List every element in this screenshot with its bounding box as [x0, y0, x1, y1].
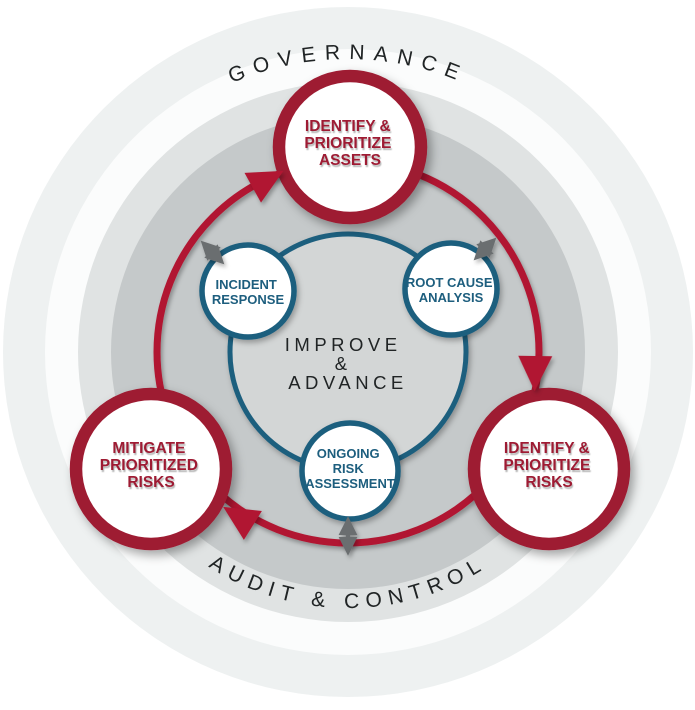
bidirectional-arrow-icon-root-cause	[473, 237, 497, 261]
center-label-line3: ADVANCE	[288, 372, 408, 393]
identify-prioritize-risks-label: IDENTIFY & PRIORITIZE RISKS	[503, 440, 594, 491]
bidirectional-arrows	[200, 237, 497, 556]
node-identify-prioritize-assets: IDENTIFY & PRIORITIZE ASSETS	[272, 69, 428, 225]
center-label-line1: IMPROVE	[285, 334, 402, 355]
cycle-arrowhead-icon-to-assets	[244, 170, 284, 203]
cycle-arrowheads	[223, 170, 553, 540]
root-cause-analysis-label: ROOT CAUSE ANALYSIS	[406, 275, 496, 305]
node-root-cause-analysis: ROOT CAUSE ANALYSIS	[402, 240, 500, 338]
root-cause-analysis-circle	[402, 240, 500, 338]
identify-prioritize-assets-circle	[272, 69, 428, 225]
node-identify-prioritize-risks: IDENTIFY & PRIORITIZE RISKS	[467, 387, 631, 551]
ongoing-risk-assessment-label: ONGOING RISK ASSESSMENT	[305, 446, 395, 491]
incident-response-circle	[199, 242, 297, 340]
center-label-line2: &	[335, 353, 352, 374]
mitigate-prioritized-risks-label: MITIGATE PRIORITIZED RISKS	[100, 440, 202, 491]
node-incident-response: INCIDENT RESPONSE	[199, 242, 297, 340]
node-ongoing-risk-assessment: ONGOING RISK ASSESSMENT	[299, 420, 401, 522]
center-label: IMPROVE & ADVANCE	[285, 334, 411, 393]
node-mitigate-prioritized-risks: MITIGATE PRIORITIZED RISKS	[69, 387, 233, 551]
cycle-arrowhead-icon-to-mitigate	[223, 506, 262, 540]
incident-response-label: INCIDENT RESPONSE	[212, 277, 285, 307]
mitigate-prioritized-risks-circle	[69, 387, 233, 551]
cycle-arrowhead-icon-to-identify-risks	[518, 355, 553, 391]
bidirectional-arrow-icon-incident-response	[200, 240, 225, 265]
identify-prioritize-assets-label: IDENTIFY & PRIORITIZE ASSETS	[304, 118, 395, 169]
identify-prioritize-risks-circle	[467, 387, 631, 551]
